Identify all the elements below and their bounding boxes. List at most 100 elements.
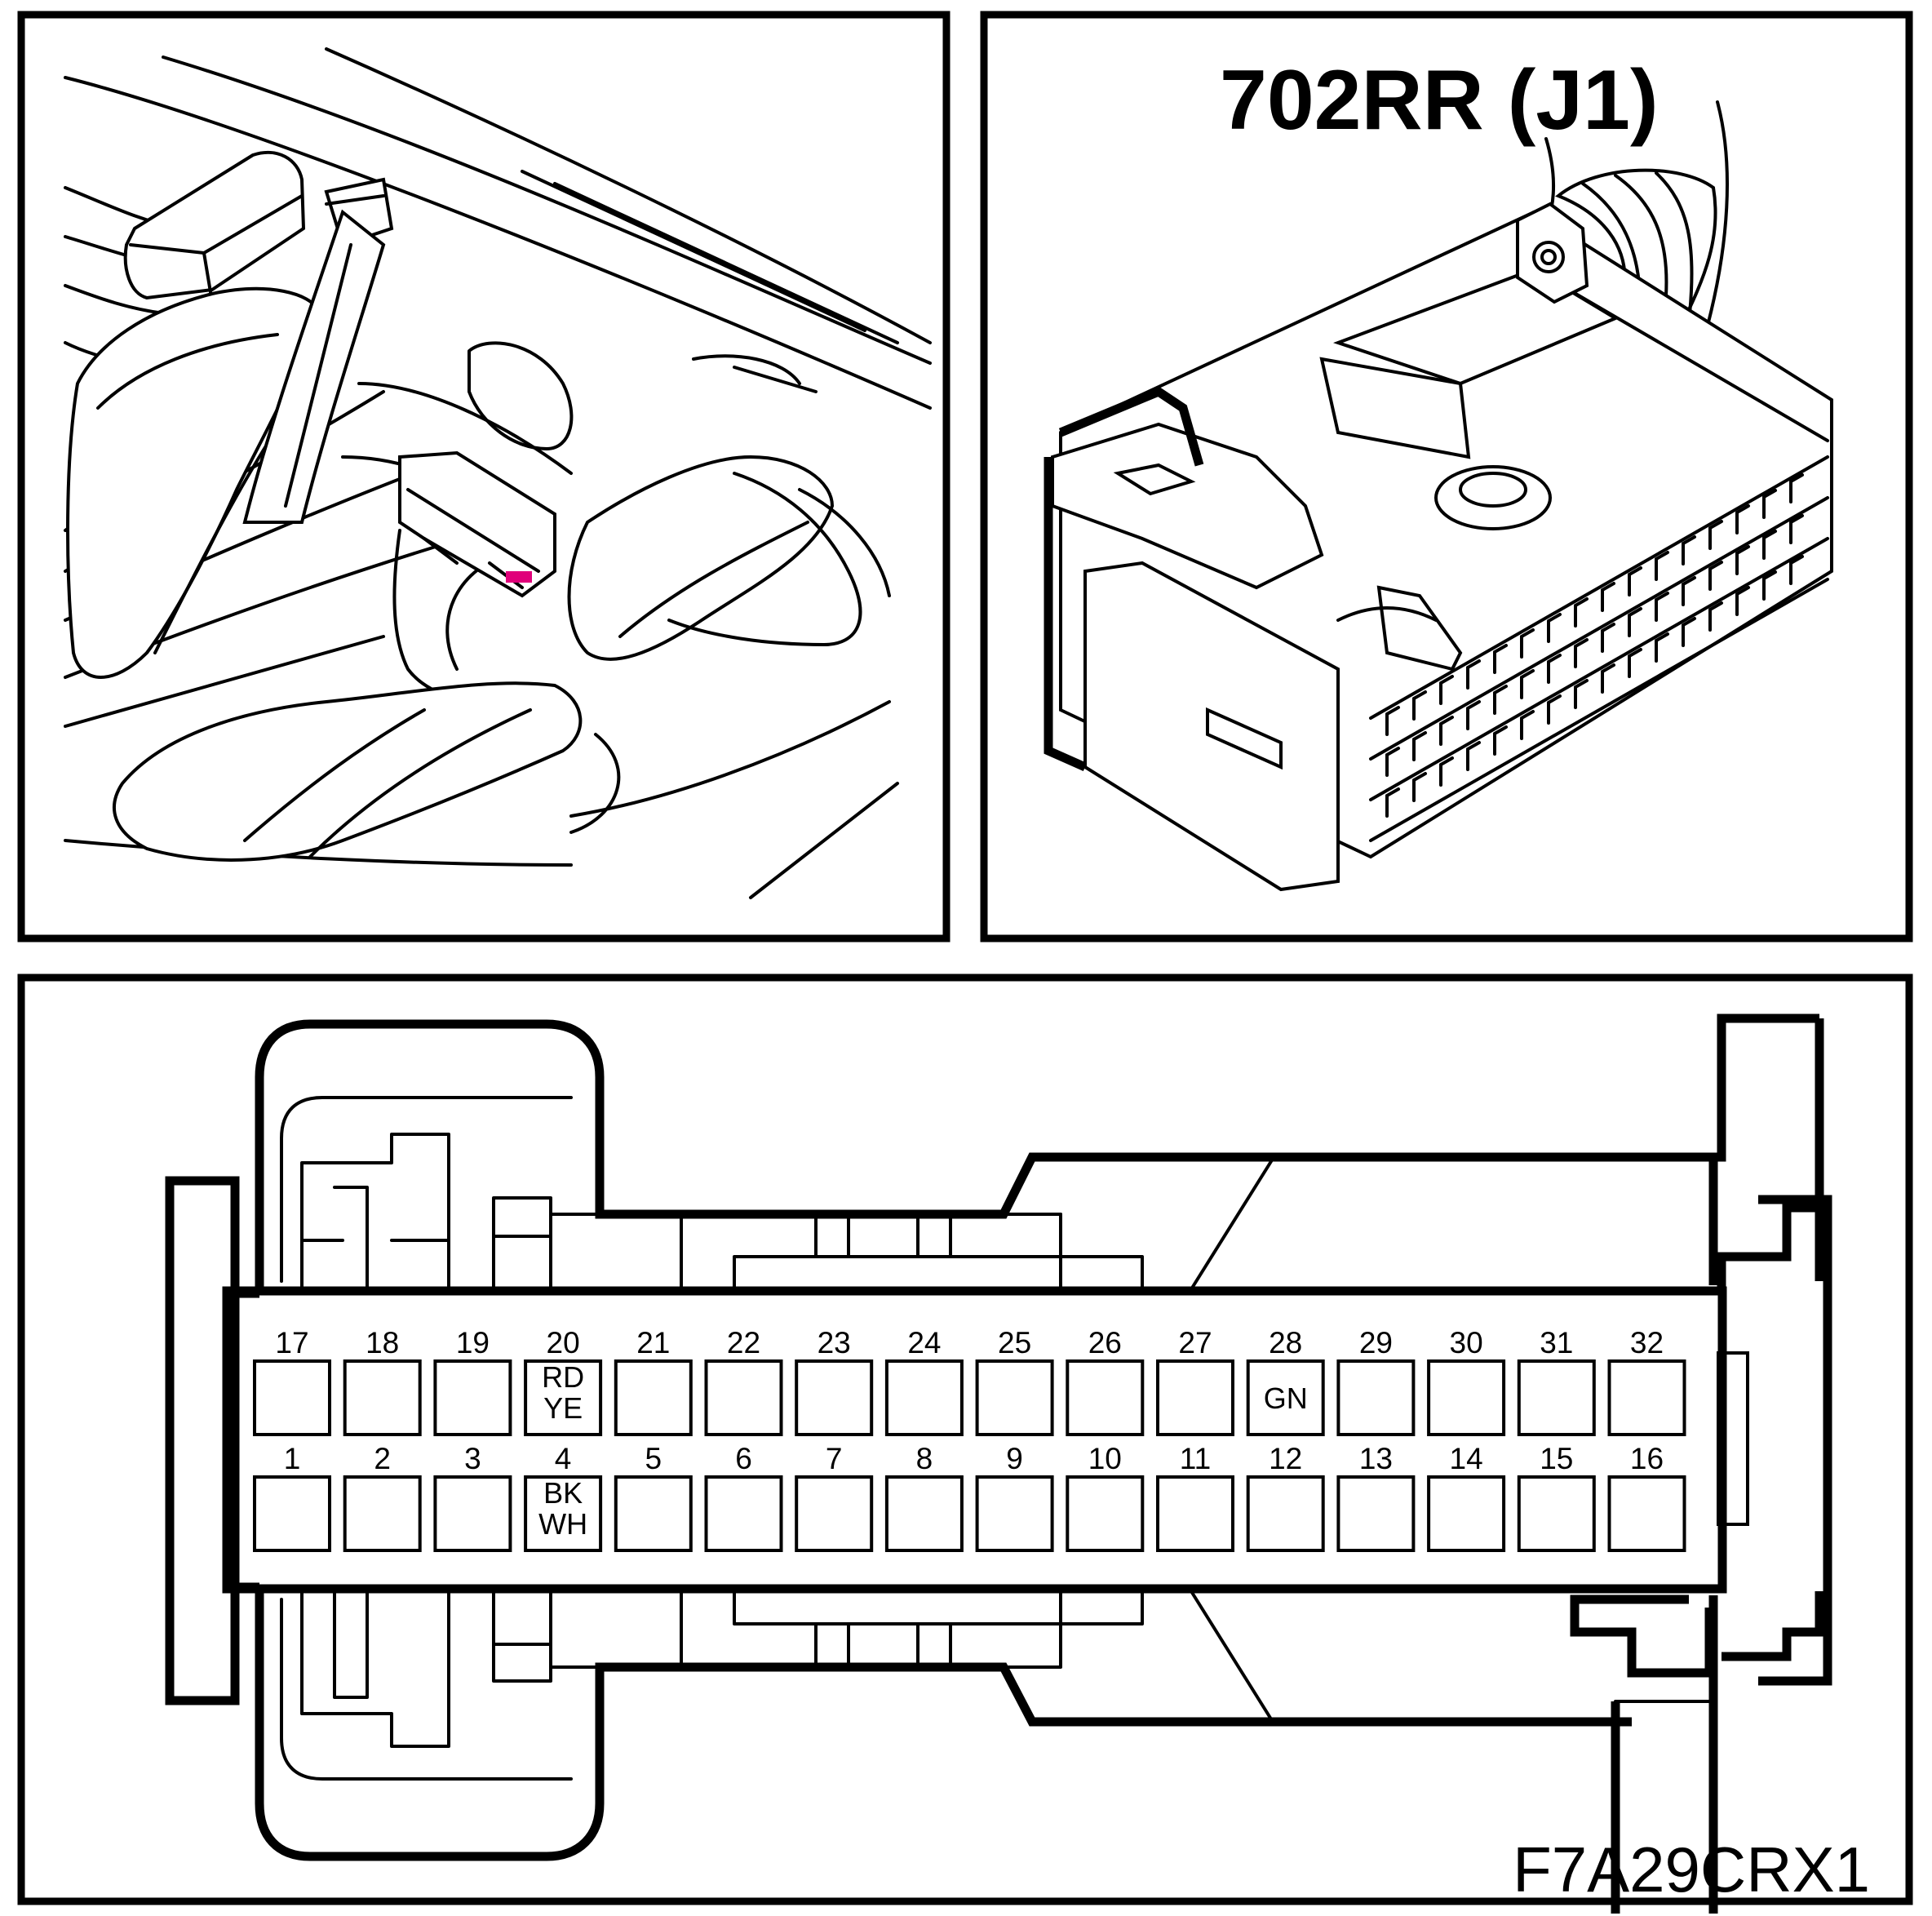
pin-number: 25 [998,1326,1031,1359]
cavity-box [975,1359,1054,1436]
rib-tick [1385,706,1400,736]
rib-tick [1439,675,1454,705]
rib-tick [1762,489,1777,519]
cavity-box [253,1359,331,1436]
cavity-box [343,1359,422,1436]
cavity-box [1517,1475,1596,1552]
cavity-box [1607,1475,1686,1552]
rib-tick [1466,741,1481,771]
cavity-box [1156,1475,1234,1552]
pin-number: 29 [1359,1326,1393,1359]
rib-tick [1682,535,1696,565]
terminal-cavity: 29 [1336,1326,1416,1436]
pin-number: 11 [1180,1442,1211,1475]
pin-number: 10 [1088,1442,1122,1475]
rib-tick [1547,694,1562,725]
cavity-box [1336,1359,1416,1436]
pin-number: 3 [464,1442,481,1475]
terminal-cavity: 11 [1156,1442,1234,1552]
pin-number: 8 [916,1442,933,1475]
terminal-cavity: 24 [884,1326,964,1436]
rib-tick [1574,638,1589,668]
rib-tick [1601,582,1615,612]
rib-tick [1655,551,1669,581]
cavity-box [614,1475,693,1552]
pin-number: 31 [1540,1326,1573,1359]
terminal-cavity: 14 [1427,1442,1506,1552]
rib-tick [1574,597,1589,628]
wire-color-label: YE [543,1391,583,1425]
rib-tick [1520,710,1535,740]
pin-number: 9 [1006,1442,1023,1475]
terminal-cavity: 15 [1517,1442,1596,1552]
terminal-rib-ticks [1385,473,1804,818]
terminal-cavity: 2 [343,1442,422,1552]
terminal-panel-frame [17,974,1913,1905]
rib-tick [1385,747,1400,777]
terminal-cavity: 19 [433,1326,512,1436]
rib-tick [1762,530,1777,560]
rib-tick [1628,607,1642,637]
wire-color-label: RD [542,1360,584,1394]
rib-tick [1735,586,1750,616]
rib-tick [1493,644,1508,674]
terminal-cavity: 16 [1607,1442,1686,1552]
pin-number: 26 [1088,1326,1122,1359]
terminal-cavity: 27 [1156,1326,1234,1436]
rib-tick [1628,566,1642,597]
terminal-cavity: 31 [1517,1326,1596,1436]
center-console [341,341,574,703]
cavity-box [1427,1359,1506,1436]
cavity-box [253,1475,331,1552]
pin-number: 20 [547,1326,580,1359]
terminal-cavity: 18 [343,1326,422,1436]
cavity-box [1066,1475,1145,1552]
rib-tick [1466,659,1481,690]
pin-number: 28 [1269,1326,1302,1359]
pin-number: 4 [555,1442,572,1475]
cavity-box [1246,1475,1325,1552]
cavity-box [1066,1359,1145,1436]
rib-tick [1789,473,1804,503]
rib-tick [1439,716,1454,746]
terminal-cavity: 26 [1066,1326,1145,1436]
face-inner-details [300,1133,1715,1748]
rib-tick [1412,731,1427,761]
rib-tick [1520,628,1535,659]
cavity-box [795,1475,874,1552]
terminal-cavity: 21 [614,1326,693,1436]
cavity-band [222,1286,1727,1594]
right-seat [567,354,891,661]
pin-number: 23 [818,1326,851,1359]
terminal-cavity: 25 [975,1326,1054,1436]
cavity-box [1517,1359,1596,1436]
rib-tick [1520,669,1535,699]
pin-number: 22 [727,1326,760,1359]
cavity-box [704,1475,783,1552]
connector-housing [1044,202,1833,892]
rib-tick [1466,700,1481,730]
cavity-box [704,1359,783,1436]
pin-number: 15 [1540,1442,1573,1475]
location-view-panel [17,11,950,942]
cavity-box [433,1359,512,1436]
pin-number: 30 [1450,1326,1483,1359]
pin-number: 27 [1178,1326,1212,1359]
left-seat [66,209,386,679]
rib-tick [1708,561,1723,591]
rib-tick [1628,648,1642,678]
pin-number: 6 [735,1442,752,1475]
cavity-box [524,1475,603,1552]
rib-tick [1547,654,1562,684]
terminal-cavity: 12 [1246,1442,1325,1552]
rib-tick [1439,756,1454,787]
pin-number: 5 [645,1442,662,1475]
cavity-box [433,1475,512,1552]
cavity-box [343,1475,422,1552]
terminal-cavity: 30 [1427,1326,1506,1436]
pin-number: 21 [636,1326,670,1359]
terminal-cavity: 5 [614,1442,693,1552]
